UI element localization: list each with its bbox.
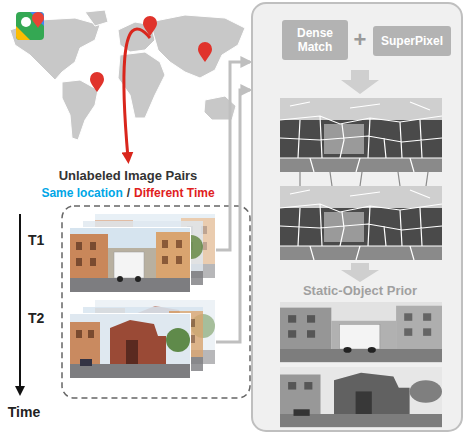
red-arrow <box>124 29 150 158</box>
label-row: Same location / Different Time <box>41 187 214 201</box>
match-lines <box>300 172 428 186</box>
icon-pin <box>32 12 44 28</box>
superpixel-image <box>280 186 442 260</box>
match-line <box>299 172 300 186</box>
text-label: Same location <box>41 187 122 201</box>
box-label: SuperPixel <box>381 34 443 48</box>
map-pin <box>198 42 212 62</box>
icon-part <box>21 17 31 27</box>
prior-image <box>280 367 442 427</box>
image-stack <box>69 300 215 379</box>
map-pin <box>90 72 104 92</box>
block-arrow <box>341 263 379 282</box>
text-label: Static-Object Prior <box>303 284 417 299</box>
box-label: Dense Match <box>288 26 342 55</box>
image-stack <box>69 214 215 293</box>
maps-icon <box>16 12 44 40</box>
continent <box>62 80 98 140</box>
text-label: Time <box>8 404 40 420</box>
process-box: Dense Match <box>282 20 348 61</box>
text-label: T1 <box>28 232 44 248</box>
match-line <box>360 172 362 186</box>
text-label: T2 <box>28 310 44 326</box>
photo-border <box>69 227 191 293</box>
feed-line <box>216 90 250 342</box>
block-arrow <box>341 70 379 94</box>
icon-base <box>16 12 44 40</box>
superpixel-image <box>280 98 442 172</box>
continent <box>85 10 108 26</box>
text-label: Different Time <box>134 187 214 201</box>
photo-border <box>69 313 191 379</box>
match-line <box>426 172 428 186</box>
text-label: Unlabeled Image Pairs <box>59 169 198 184</box>
text-label: + <box>354 27 367 52</box>
text-label: / <box>127 187 130 201</box>
match-line <box>330 172 332 186</box>
photo <box>70 228 190 292</box>
pipeline-panel <box>252 3 462 431</box>
process-box: SuperPixel <box>373 26 451 56</box>
prior-image <box>280 302 442 362</box>
match-line <box>398 172 400 186</box>
prior-images <box>280 302 442 427</box>
map-pins <box>90 16 212 92</box>
dashed-group <box>62 206 250 398</box>
time-arrow <box>19 214 21 394</box>
world-map <box>10 10 245 140</box>
icon-part <box>16 26 30 40</box>
photo <box>70 314 190 378</box>
